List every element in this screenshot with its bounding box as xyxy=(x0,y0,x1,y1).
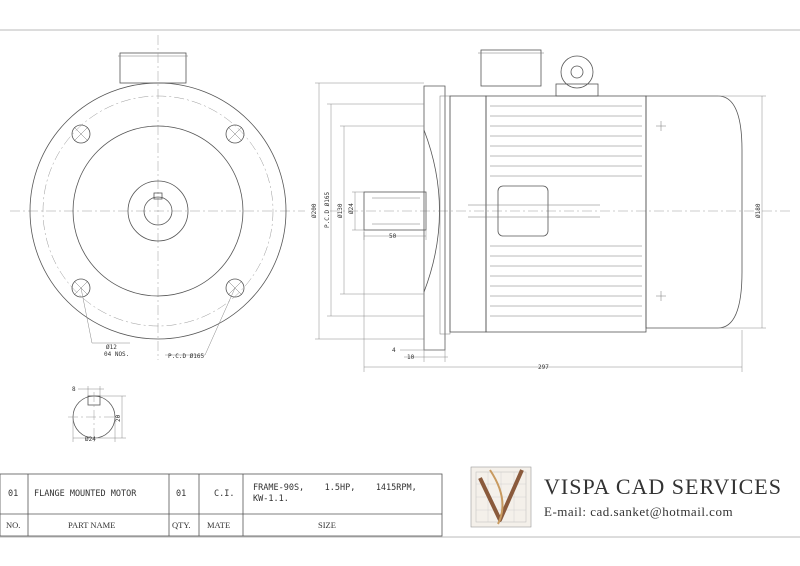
dim-flange-thk: 10 xyxy=(407,354,415,361)
dim-flange-dia: Ø200 xyxy=(311,203,318,218)
title-block: 01 FLANGE MOUNTED MOTOR 01 C.I. FRAME-90… xyxy=(0,473,443,537)
front-view: Ø12 04 NOS. P.C.D Ø165 xyxy=(10,35,305,360)
row-material: C.I. xyxy=(214,489,234,499)
cowl-screw xyxy=(656,291,666,301)
cowl-screw xyxy=(656,121,666,131)
row-no: 01 xyxy=(8,489,18,499)
row-size-line2: KW-1.1. xyxy=(253,494,289,504)
rotor-box xyxy=(497,185,549,237)
row-size-line1: FRAME-90S, 1.5HP, 1415RPM, xyxy=(253,483,417,493)
dim-shaft-length: 50 xyxy=(389,233,397,240)
dim-side-pcd: P.C.D Ø165 xyxy=(324,191,331,228)
front-terminal-box xyxy=(119,52,187,84)
header-material: MATE xyxy=(207,520,230,530)
row-qty: 01 xyxy=(176,489,186,499)
fan-cowl xyxy=(645,95,743,329)
company-email: E-mail: cad.sanket@hotmail.com xyxy=(544,504,733,519)
front-pcd-label: P.C.D Ø165 xyxy=(168,353,205,360)
hub-circle xyxy=(127,180,189,242)
side-terminal-box xyxy=(480,49,542,87)
end-bracket xyxy=(449,95,487,333)
header-no: NO. xyxy=(6,520,20,530)
row-part-name: FLANGE MOUNTED MOTOR xyxy=(34,489,137,499)
mounting-hole xyxy=(225,124,245,144)
section-key-width: 8 xyxy=(72,386,76,393)
shaft-key xyxy=(153,192,163,200)
section-key-depth: 20 xyxy=(115,414,122,422)
dim-body-dia: Ø180 xyxy=(755,203,762,218)
shaft-section-view: 8 20 Ø24 xyxy=(68,386,126,443)
side-shaft xyxy=(363,191,427,231)
header-qty: QTY. xyxy=(172,520,191,530)
dim-overall-length: 297 xyxy=(538,364,549,371)
pcd-circle xyxy=(42,95,274,327)
motor-body xyxy=(485,95,647,333)
company-logo xyxy=(470,466,532,528)
header-size: SIZE xyxy=(318,520,336,530)
spigot-circle xyxy=(72,125,244,297)
hole-count-label: 04 NOS. xyxy=(104,351,129,358)
shaft-circle xyxy=(143,196,173,226)
dim-shaft-dia: Ø24 xyxy=(348,203,355,214)
header-part-name: PART NAME xyxy=(68,520,115,530)
cooling-fins xyxy=(490,105,642,317)
side-view: Ø200 P.C.D Ø165 Ø130 Ø24 50 4 10 297 xyxy=(311,49,790,372)
section-shaft-dia: Ø24 xyxy=(85,436,96,443)
dim-spigot-depth: 4 xyxy=(392,347,396,354)
company-name: VISPA CAD SERVICES xyxy=(544,474,782,499)
mounting-hole xyxy=(71,124,91,144)
side-flange xyxy=(423,85,446,351)
hole-dia-label: Ø12 xyxy=(106,344,117,351)
dim-spigot-dia: Ø130 xyxy=(337,203,344,218)
lifting-eye xyxy=(555,55,599,97)
flange-outer-circle xyxy=(29,82,287,340)
